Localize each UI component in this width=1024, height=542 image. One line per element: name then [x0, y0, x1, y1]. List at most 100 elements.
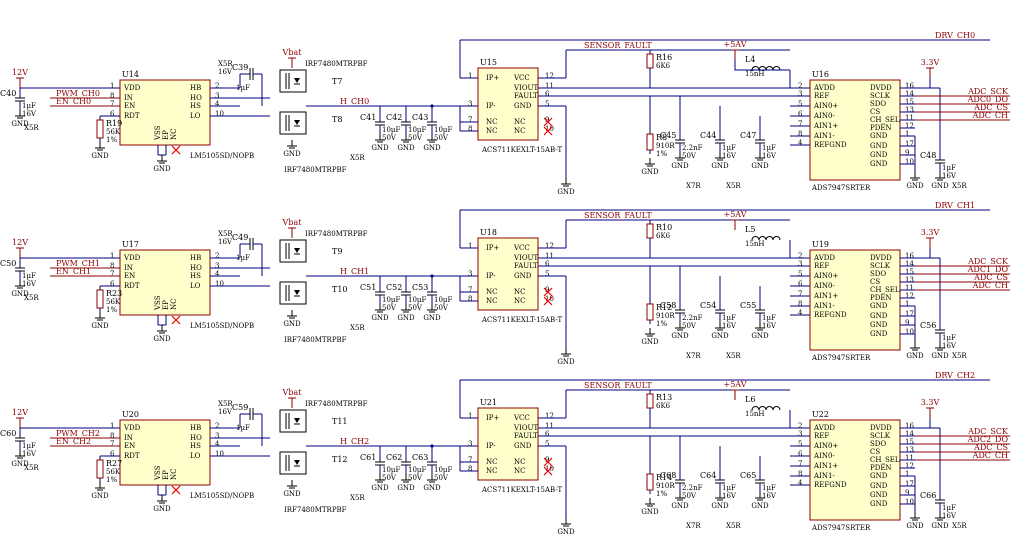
- cap-value: 1µF: [722, 484, 736, 492]
- sensor-pin-number: 11: [545, 82, 554, 90]
- driver-pin-name: VSS: [154, 125, 162, 141]
- gnd-label: GND: [11, 290, 29, 298]
- driver-pin-number: 8: [110, 92, 114, 100]
- cap-value: 1µF: [722, 144, 736, 152]
- adc-pin-number: 1: [905, 130, 909, 138]
- driver-pin-name: HO: [190, 434, 202, 442]
- sensor-pin-name: NC: [486, 288, 497, 296]
- ch-net-label: ADC_CH: [972, 111, 1008, 120]
- sensor-pin-name: FAULT: [514, 92, 538, 100]
- adc-pin-name: SDO: [870, 270, 886, 278]
- driver-part: LM5105SD/NOPB: [190, 152, 254, 160]
- res-value: 1%: [106, 306, 117, 314]
- driver-pin-name: NC: [170, 299, 178, 310]
- gnd-label: GND: [931, 352, 949, 360]
- res-value: 1%: [656, 490, 667, 498]
- cap-value: 16V: [942, 512, 957, 520]
- inductor-ref: L5: [745, 225, 755, 234]
- sdo-net-label: ADC2_DO: [967, 435, 1009, 444]
- adc-pin-number: 4: [798, 139, 803, 147]
- adc-pin-name: AIN1+: [813, 462, 838, 470]
- adc-pin-number: 8: [798, 300, 802, 308]
- channel-2: DRV_CH212VC601µF16VGNDX5RPWM_CH2EN_CH2U2…: [0, 60, 1010, 536]
- res-ref: R12: [656, 303, 672, 312]
- adc-pin-name: SDO: [870, 100, 886, 108]
- gnd-label: GND: [153, 505, 171, 513]
- gnd-label: GND: [153, 335, 171, 343]
- gnd-label: GND: [711, 502, 729, 510]
- sensor-part: ACS711KEXLT-15AB-T: [481, 486, 562, 494]
- adc-pin-name: CS: [870, 108, 880, 116]
- fet-ref-high: T9: [332, 247, 342, 256]
- cap-value: 50V: [434, 304, 449, 312]
- fet-ref-low: T10: [332, 285, 348, 294]
- adc-pin-number: 4: [798, 479, 803, 487]
- gnd-label: GND: [397, 484, 415, 492]
- driver-pin-name: EP: [162, 470, 170, 480]
- dielectric-label: X5R: [350, 154, 365, 162]
- adc-ref: U16: [812, 70, 829, 79]
- drv-net-label: DRV_CH2: [935, 371, 975, 380]
- mosfet-low: [279, 451, 307, 475]
- gnd-label: GND: [423, 314, 441, 322]
- cap-value: 1µF: [236, 254, 250, 262]
- sensor-pin-number: 5: [545, 270, 549, 278]
- sensor-pin-number: 3: [468, 100, 472, 108]
- inductor-ref: L6: [745, 395, 755, 404]
- mosfet-low: [279, 111, 307, 135]
- adc-pin-name: GND: [870, 500, 888, 508]
- adc-pin-number: 12: [905, 462, 914, 470]
- cs-net-label: ADC_CS: [973, 443, 1008, 452]
- fet-ref-low: T12: [332, 455, 348, 464]
- cap-value: 1µF: [762, 484, 776, 492]
- adc-pin-name: AIN0-: [813, 282, 835, 290]
- sdo-net-label: ADC1_DO: [967, 265, 1009, 274]
- cap-voltage: 16V: [218, 238, 233, 246]
- cap-value: 16V: [722, 152, 737, 160]
- sensor-pin-number: 12: [545, 72, 554, 80]
- adc-pin-name: PDEN: [870, 294, 892, 302]
- gnd-label: GND: [557, 528, 575, 536]
- gnd-label: GND: [371, 484, 389, 492]
- sensor-pin-name: IP+: [486, 244, 499, 252]
- adc-pin-number: 14: [905, 90, 914, 98]
- gnd-label: GND: [671, 502, 689, 510]
- cap-ref: C45: [660, 131, 676, 140]
- cap-value: 10µF: [408, 296, 426, 304]
- adc-U19: U19ADS7947SRTERAVDD2REF3AIN0+5AIN0-6AIN1…: [798, 240, 924, 362]
- sensor-pin-number: 7: [468, 286, 472, 294]
- adc-pin-name: SCLK: [870, 92, 891, 100]
- cap-ref: C43: [412, 113, 428, 122]
- sensor-pin-name: NC: [514, 127, 525, 135]
- sensor-pin-name: VIOUT: [513, 84, 538, 92]
- vbat-label: Vbat: [282, 388, 303, 397]
- adc-pin-name: AIN0-: [813, 112, 835, 120]
- cap-value: 16V: [762, 322, 777, 330]
- gnd-label: GND: [931, 182, 949, 190]
- channel-0: DRV_CH012VC401µF16VGNDX5RPWM_CH0EN_CH0U1…: [0, 31, 1010, 196]
- sensor-pin-name: NC: [514, 467, 525, 475]
- cap-value: 16V: [22, 450, 37, 458]
- adc-pin-name: CS: [870, 448, 880, 456]
- sensor-ref: U18: [480, 228, 497, 237]
- adc-pin-name: REF: [814, 432, 829, 440]
- adc-U22: U22ADS7947SRTERAVDD2REF3AIN0+5AIN0-6AIN1…: [798, 410, 924, 532]
- v33-label: 3.3V: [921, 58, 940, 67]
- cap-value: 50V: [682, 322, 697, 330]
- sensor-pin-name: NC: [486, 127, 497, 135]
- driver-pin-number: 7: [110, 440, 114, 448]
- fet-part-top: IRF7480MTRPBF: [305, 400, 368, 408]
- sensor-pin-name: NC: [514, 458, 525, 466]
- driver-pin-number: 4: [215, 100, 220, 108]
- adc-pin-name: REF: [814, 262, 829, 270]
- res-ref: R13: [656, 393, 672, 402]
